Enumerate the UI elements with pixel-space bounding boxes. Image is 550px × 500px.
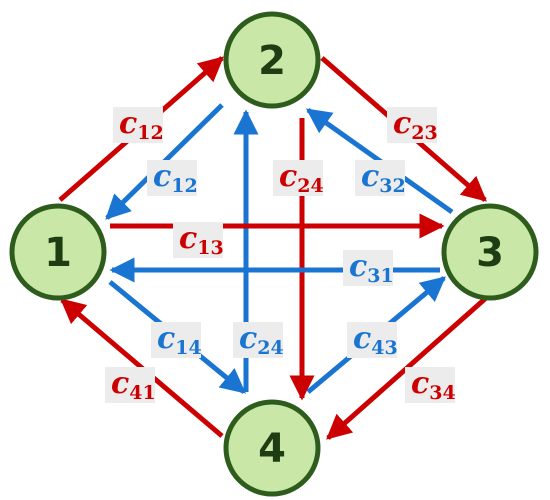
node-label-3: 3 <box>476 230 504 276</box>
edge-label-1-to-4: c14 <box>157 321 202 359</box>
node-circle-2 <box>223 11 321 109</box>
edge-label-box-4-to-1 <box>105 367 155 403</box>
edge-label-4-to-3: c43 <box>353 321 398 359</box>
edge-label-box-4-to-3 <box>347 322 397 358</box>
edge-label-box-1-to-2 <box>113 107 163 143</box>
node-label-2: 2 <box>258 38 286 84</box>
edge-label-3-to-2: c32 <box>361 159 406 197</box>
node-label-4: 4 <box>258 426 286 472</box>
edge-label-box-2-to-3 <box>387 107 437 143</box>
edge-label-4-to-2: c24 <box>239 321 284 359</box>
node-label-1: 1 <box>44 230 72 276</box>
node-circle-3 <box>441 203 539 301</box>
edge-label-box-2-to-1 <box>147 160 197 196</box>
edge-label-2-to-4: c24 <box>279 159 324 197</box>
node-circle-1 <box>9 203 107 301</box>
edge-label-box-3-to-4 <box>405 367 455 403</box>
edge-label-1-to-3: c13 <box>179 221 224 259</box>
edge-label-2-to-1: c12 <box>153 159 198 197</box>
edge-label-box-2-to-4 <box>273 160 323 196</box>
edge-label-3-to-1: c31 <box>349 249 394 287</box>
edge-label-box-1-to-4 <box>151 322 201 358</box>
edge-label-2-to-3: c23 <box>393 106 438 144</box>
edge-label-3-to-4: c34 <box>411 366 456 404</box>
node-circle-4 <box>223 399 321 497</box>
edge-label-box-1-to-3 <box>173 222 223 258</box>
edge-label-box-3-to-2 <box>355 160 405 196</box>
edge-label-box-3-to-1 <box>343 250 393 286</box>
edge-label-4-to-1: c41 <box>111 366 156 404</box>
edge-label-box-4-to-2 <box>233 322 283 358</box>
edge-label-1-to-2: c12 <box>119 106 164 144</box>
